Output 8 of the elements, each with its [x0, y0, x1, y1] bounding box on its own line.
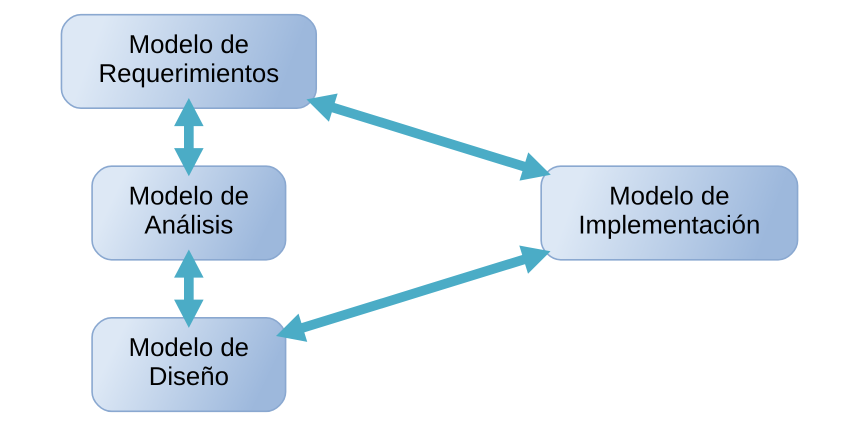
arrow: [306, 94, 550, 181]
node-box: Modelo de Implementación: [540, 165, 798, 261]
node-box: Modelo de Análisis: [90, 165, 286, 261]
arrow: [276, 245, 550, 342]
node-box: Modelo de Diseño: [90, 317, 286, 412]
arrow: [174, 98, 204, 176]
arrow: [174, 250, 204, 328]
node-box: Modelo de Requerimientos: [60, 14, 317, 109]
